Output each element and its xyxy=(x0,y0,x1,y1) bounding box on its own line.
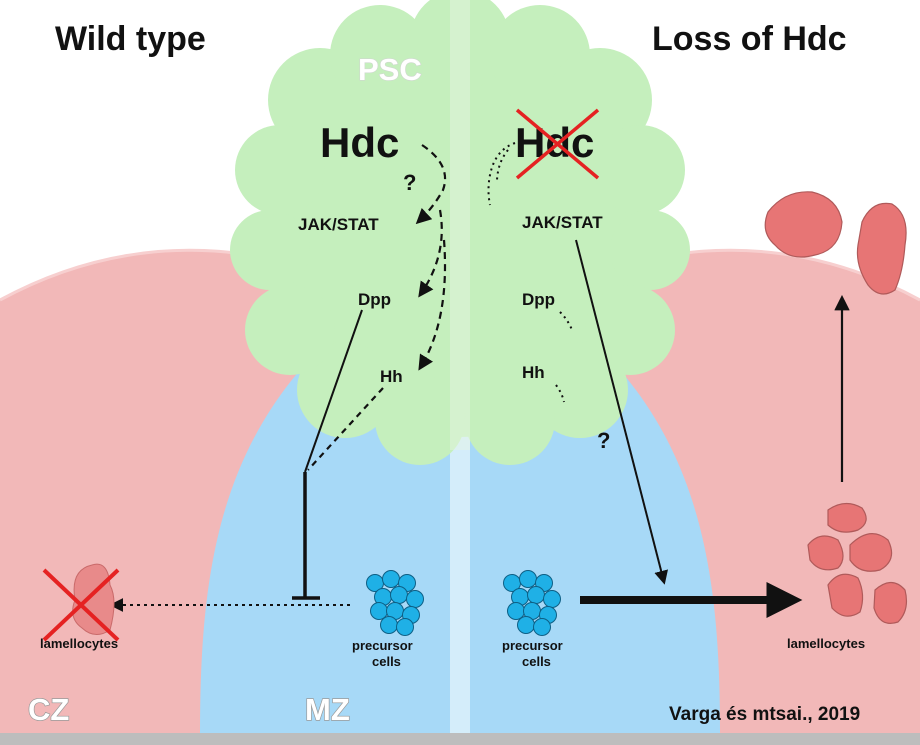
title-loss-of-hdc: Loss of Hdc xyxy=(652,20,847,58)
loss-lamellocytes-label: lamellocytes xyxy=(787,636,865,651)
precursor-cell xyxy=(519,570,537,588)
lamellocyte-5 xyxy=(873,581,908,624)
loss-hdc-cross-icon xyxy=(515,108,600,180)
precursor-cell xyxy=(370,602,388,620)
wild-lamellocyte-cross-icon xyxy=(42,568,120,642)
loss-jak-stat-label: JAK/STAT xyxy=(522,213,603,232)
wild-hh-label: Hh xyxy=(380,367,403,386)
wild-dashed-arrows xyxy=(307,144,447,471)
precursor-cell xyxy=(382,570,400,588)
precursor-cell xyxy=(380,616,398,634)
precursor-cell xyxy=(507,602,525,620)
released-lamellocyte-1 xyxy=(764,191,843,258)
lamellocyte-1 xyxy=(827,502,867,533)
precursor-cell xyxy=(406,590,424,608)
wild-question-mark: ? xyxy=(403,170,416,195)
citation-credit: Varga és mtsai., 2019 xyxy=(669,704,860,725)
loss-lamellocyte-cluster xyxy=(807,502,908,624)
released-lamellocyte-2 xyxy=(856,202,907,295)
arrow-hdc-to-hh xyxy=(418,239,447,371)
lamellocyte-3 xyxy=(849,533,893,572)
line-hh-to-junction xyxy=(307,387,384,471)
loss-arrow-jak-to-differentiation xyxy=(575,239,668,585)
line-dpp-to-junction xyxy=(304,309,363,473)
lamellocyte-2 xyxy=(807,535,844,571)
lamellocyte-4 xyxy=(827,573,864,617)
psc-divider-overlay xyxy=(450,0,470,450)
arrow-hdc-to-jak xyxy=(415,144,447,225)
cz-label: CZ xyxy=(28,692,69,727)
loss-precursor-cell-cluster xyxy=(503,570,561,636)
bottom-bar xyxy=(0,733,920,745)
loss-hdc-dotted-line xyxy=(487,142,516,206)
precursor-cell xyxy=(390,586,408,604)
loss-precursor-label-1: precursor xyxy=(502,638,563,653)
precursor-cell xyxy=(527,586,545,604)
wild-jak-stat-label: JAK/STAT xyxy=(298,215,379,234)
wild-lamellocyte-blocked xyxy=(42,563,120,642)
title-wild-type: Wild type xyxy=(55,20,206,58)
wild-precursor-label-1: precursor xyxy=(352,638,413,653)
precursor-cell xyxy=(543,590,561,608)
wild-dpp-label: Dpp xyxy=(358,290,391,309)
wild-precursor-label-2: cells xyxy=(372,654,401,669)
psc-label: PSC xyxy=(358,52,422,87)
loss-released-lamellocytes xyxy=(764,191,907,295)
precursor-cell xyxy=(396,618,414,636)
wild-precursor-cell-cluster xyxy=(366,570,424,636)
wild-hdc-label: Hdc xyxy=(320,119,399,166)
loss-hh-dotted-tail xyxy=(555,384,565,403)
loss-question-mark: ? xyxy=(597,428,610,453)
loss-precursor-label-2: cells xyxy=(522,654,551,669)
loss-hh-label: Hh xyxy=(522,363,545,382)
precursor-cell xyxy=(533,618,551,636)
loss-dpp-dotted-tail xyxy=(559,311,573,331)
mz-label: MZ xyxy=(305,692,350,727)
precursor-cell xyxy=(517,616,535,634)
psc-cloud xyxy=(230,0,690,465)
wild-lamellocytes-label: lamellocytes xyxy=(40,636,118,651)
wild-inhibition-path xyxy=(292,309,363,600)
wild-lamellocyte-shape xyxy=(72,563,115,635)
loss-dpp-label: Dpp xyxy=(522,290,555,309)
